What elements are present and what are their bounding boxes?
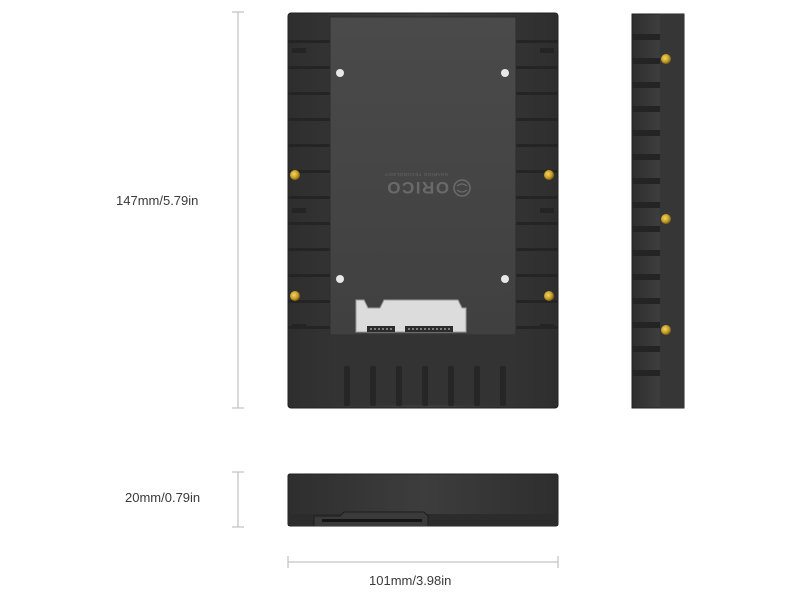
right-ribs [516,40,558,329]
width-dimension-label: 101mm/3.98in [369,573,452,588]
drive-tray-panel [329,16,517,336]
screw-icon [290,291,300,301]
sata-connector [355,299,467,333]
screw-icon [290,170,300,180]
screw-icon [544,291,554,301]
mount-hole [336,69,344,77]
logo-mark-icon [453,179,471,197]
screw-icon [661,325,671,335]
screw-icon [544,170,554,180]
screw-icon [661,214,671,224]
height-dimension-line [232,11,244,409]
brand-logo: ORICO SHARING TECHNOLOGY [384,172,471,197]
left-ribs [288,40,330,329]
width-dimension-line [287,556,559,568]
bottom-comb-slots [344,366,506,406]
screw-icon [661,54,671,64]
bracket-front-view [287,473,559,527]
mount-hole [501,275,509,283]
thickness-dimension-label: 20mm/0.79in [125,490,201,505]
logo-tagline-text: SHARING TECHNOLOGY [384,172,448,177]
bracket-top-view: ORICO SHARING TECHNOLOGY [287,12,559,409]
height-dimension-label: 147mm/5.79in [116,193,199,208]
mount-hole [336,275,344,283]
logo-brand-text: ORICO [386,178,449,197]
bracket-side-view [631,13,685,409]
thickness-dimension-line [232,471,244,528]
mount-hole [501,69,509,77]
